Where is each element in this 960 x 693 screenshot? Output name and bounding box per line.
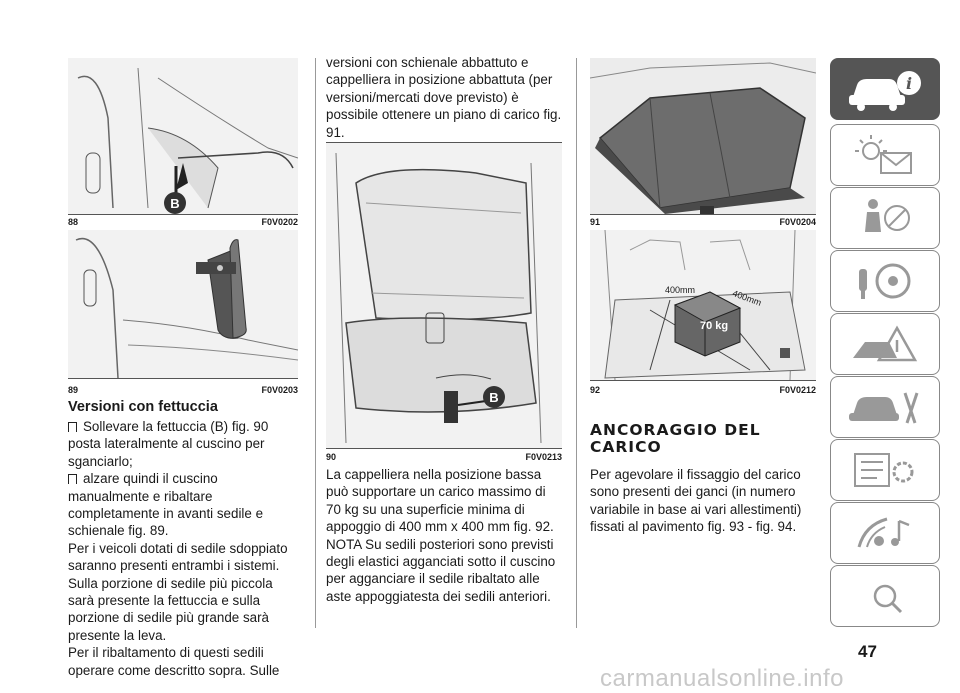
airbag-seat-icon	[865, 199, 910, 232]
section-heading: ANCORAGGIO DEL CARICO	[590, 421, 761, 456]
tab-warning-lights[interactable]	[830, 124, 940, 186]
tab-multimedia[interactable]	[830, 502, 940, 564]
figure-code: F0V0202	[261, 217, 298, 227]
tab-car-info[interactable]: i	[830, 58, 940, 120]
figure-90: B	[326, 142, 562, 449]
column-divider	[576, 58, 577, 628]
figure-number: 92	[590, 385, 601, 395]
paragraph: Per il ribaltamento di questi sedili ope…	[68, 645, 280, 678]
section-heading: Versioni con fettuccia	[68, 399, 218, 415]
seat-with-strap-illustration	[326, 143, 562, 448]
figure-92: 400mm 400mm 70 kg	[590, 230, 816, 381]
tab-emergency[interactable]	[830, 313, 940, 375]
paragraph: La cappelliera nella posizione bassa può…	[326, 467, 554, 535]
figure-90-caption: 90 F0V0213	[326, 452, 562, 462]
paragraph: NOTA Su sedili posteriori sono previsti …	[326, 536, 556, 604]
car-service-tools-icon	[849, 392, 919, 424]
specs-gear-icon	[854, 453, 914, 487]
column-2-top-text: versioni con schienale abbattuto e cappe…	[326, 55, 562, 140]
figure-code: F0V0204	[779, 217, 816, 227]
paragraph: Sulla porzione di sedile più piccola sar…	[68, 575, 273, 643]
svg-text:i: i	[906, 74, 912, 93]
bullet-text: Sollevare la fettuccia (B) fig. 90 posta…	[68, 419, 269, 469]
figure-91-caption: 91 F0V0204	[590, 217, 816, 227]
figure-number: 91	[590, 217, 601, 227]
tab-technical-data[interactable]	[830, 439, 940, 501]
tab-index[interactable]	[830, 565, 940, 627]
page-number: 47	[858, 642, 877, 661]
checkbox-bullet-icon	[68, 422, 77, 432]
figure-92-caption: 92 F0V0212	[590, 385, 816, 395]
figure-code: F0V0203	[261, 385, 298, 395]
column-3-body: Per agevolare il fissaggio del carico so…	[590, 467, 802, 535]
figure-91	[590, 58, 816, 215]
bullet-text: alzare quindi il cuscino manualmente e r…	[68, 471, 264, 539]
column-2-body: La cappelliera nella posizione bassa può…	[326, 466, 564, 605]
figure-88-caption: 88 F0V0202	[68, 217, 298, 227]
column-1-body: Sollevare la fettuccia (B) fig. 90 posta…	[68, 418, 300, 679]
figure-code: F0V0212	[779, 385, 816, 395]
figure-number: 90	[326, 452, 337, 462]
tab-safety[interactable]	[830, 187, 940, 249]
load-weight-label: 70 kg	[700, 320, 729, 332]
figure-89	[68, 230, 298, 379]
bullet-item: Sollevare la fettuccia (B) fig. 90 posta…	[68, 418, 300, 470]
tab-maintenance[interactable]	[830, 376, 940, 438]
figure-number: 88	[68, 217, 79, 227]
figure-code: F0V0213	[525, 452, 562, 462]
car-info-icon: i	[849, 71, 921, 111]
callout-b-label: B	[170, 195, 180, 211]
dimension-label: 400mm	[665, 285, 696, 295]
column-divider	[315, 58, 316, 628]
road-warning-icon	[853, 325, 918, 362]
callout-b-label: B	[489, 389, 499, 405]
warning-light-mail-icon	[855, 135, 912, 174]
watermark: carmanualsonline.info	[600, 665, 844, 692]
figure-88: B	[68, 58, 298, 215]
figure-89-caption: 89 F0V0203	[68, 385, 298, 395]
tab-starting-driving[interactable]	[830, 250, 940, 312]
load-floor-illustration	[590, 58, 816, 214]
seat-release-strap-illustration	[68, 58, 298, 214]
alphabetical-index-icon	[873, 584, 903, 614]
callout-b: B	[164, 192, 186, 214]
paragraph: Per i veicoli dotati di sedile sdoppiato…	[68, 540, 288, 574]
load-capacity-illustration	[590, 230, 816, 380]
folded-seat-illustration	[68, 230, 298, 378]
callout-b: B	[483, 386, 505, 408]
bullet-item: alzare quindi il cuscino manualmente e r…	[68, 470, 300, 540]
figure-number: 89	[68, 385, 79, 395]
multimedia-icon	[857, 517, 910, 548]
checkbox-bullet-icon	[68, 474, 77, 485]
steering-key-icon	[859, 263, 911, 299]
